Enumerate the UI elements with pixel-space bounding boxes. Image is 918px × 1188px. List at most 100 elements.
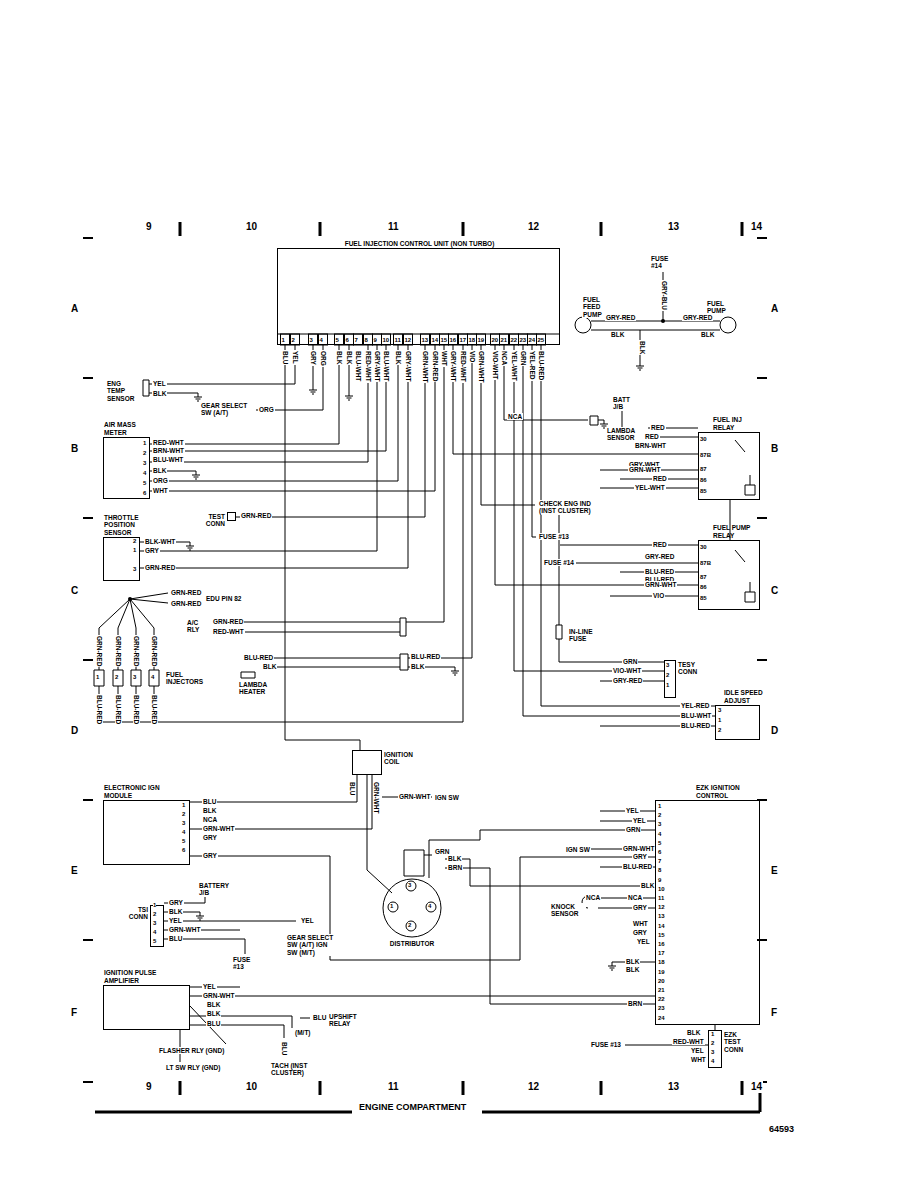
grid-bar: [179, 1081, 182, 1095]
wire-label: GRY: [202, 834, 218, 841]
wire-label: BLK: [168, 908, 183, 915]
wire-label: BLU-RED: [243, 654, 274, 661]
pin-number: 85: [700, 488, 707, 495]
wire-label: FUEL INJECTORS: [165, 671, 211, 686]
pin-number: 5: [182, 838, 185, 845]
wire-label: BLU: [202, 798, 217, 805]
pin-number: 2: [143, 450, 146, 457]
grid-bar: [600, 1081, 603, 1095]
grid-reference: F: [70, 1007, 78, 1019]
wire: [750, 582, 751, 592]
wire-connector: [190, 856, 655, 960]
grid-bar: [319, 1081, 322, 1095]
pin-number: 4: [151, 674, 154, 681]
grid-reference: 14: [750, 1081, 763, 1093]
pin-number: 17: [658, 950, 665, 957]
pin-number: 5: [336, 337, 339, 344]
wire: [99, 599, 130, 670]
terminal-symbol: [406, 881, 416, 891]
wire-label: BRN-WHT: [634, 442, 667, 449]
grid-reference: F: [770, 1007, 778, 1019]
node-heading: FUEL PUMP RELAY: [713, 524, 763, 539]
pin-number: 2: [153, 911, 156, 918]
wire-label: BLK: [625, 966, 640, 973]
wire-label: GRN-RED: [144, 564, 176, 571]
pin-number: 87: [700, 574, 707, 581]
pin-number: 22: [658, 996, 665, 1003]
wire: [445, 859, 655, 886]
wire: [131, 670, 141, 686]
pin-number: 19: [478, 337, 485, 344]
pin-cell: [491, 334, 500, 345]
pin-number: 15: [658, 932, 665, 939]
pin-number: 14: [658, 923, 665, 930]
wire-colour: GRN-WHT: [422, 350, 429, 383]
wire-label: KNOCK SENSOR: [550, 903, 586, 918]
wire: [190, 1006, 226, 1044]
pin-number: 2: [666, 672, 669, 679]
wire-colour: BLK: [639, 340, 646, 355]
wire-colour: GRY-BLU: [661, 280, 668, 311]
pin-number: 85: [700, 595, 707, 602]
wire: [445, 868, 655, 1004]
grid-bar: [741, 1081, 744, 1095]
pin-cell: [519, 334, 528, 345]
grid-bar: [462, 222, 465, 236]
wire-label: LT SW RLY (GND): [165, 1064, 221, 1071]
wire-colour: BLU-WHT: [383, 350, 390, 382]
pin-number: 9: [658, 877, 661, 884]
grid-reference: A: [70, 303, 79, 315]
pin-number: 3: [718, 707, 721, 714]
pin-cell: [528, 334, 537, 345]
wire: [190, 1016, 292, 1028]
pin-number: 15: [441, 337, 448, 344]
grid-bar: [462, 1081, 465, 1095]
wire: [99, 345, 463, 722]
wire: [309, 386, 317, 394]
wire-label: WHT: [632, 920, 649, 927]
wire-colour: NCA: [501, 350, 508, 366]
wire-label: RED-WHT: [212, 628, 245, 635]
wire-connector: [495, 345, 698, 585]
node-heading: TESY CONN: [678, 661, 704, 676]
circle-outline: [383, 879, 441, 937]
wire-label: FUSE #13: [232, 956, 256, 971]
grid-reference: 9: [145, 221, 153, 233]
wire-colour: BLK: [336, 350, 343, 365]
wire: [241, 672, 255, 678]
pin-number: 1: [96, 674, 99, 681]
node-heading: THROTTLE POSITION SENSOR: [104, 514, 156, 536]
pin-number: 8: [658, 867, 661, 874]
pin-number: 4: [658, 831, 661, 838]
wire: [600, 821, 655, 822]
wire: [149, 670, 159, 686]
pin-number: 3: [408, 882, 411, 889]
pin-number: 6: [346, 337, 349, 344]
component-box: ELECTRONIC IGN MODULE: [103, 800, 190, 865]
pin-number: 3: [310, 337, 313, 344]
wire-label: GRN-RED: [240, 512, 272, 519]
pin-number: 1: [133, 547, 136, 554]
wire-connector: [523, 345, 715, 716]
pin-number: 7: [658, 858, 661, 865]
pin-cell: [440, 334, 449, 345]
wire-colour: GRY: [310, 350, 317, 366]
wire-label: FUSE #13: [538, 533, 570, 540]
wire-connector: [150, 345, 368, 462]
pin-number: 16: [450, 337, 457, 344]
wire-label: NCA: [627, 894, 643, 901]
terminal-symbol: [426, 902, 436, 912]
wire-label: GEAR SELECT SW (A/T): [200, 402, 254, 417]
grid-reference: 12: [527, 221, 540, 233]
pin-number: 25: [538, 337, 545, 344]
pin-cell: [364, 334, 373, 345]
pin-number: 13: [422, 337, 429, 344]
wire: [636, 362, 644, 370]
pin-cell: [319, 334, 328, 345]
wire-colour: YEL-WHT: [511, 350, 518, 382]
pin-number: 2: [658, 812, 661, 819]
wire: [408, 345, 472, 658]
pin-number: 18: [658, 959, 665, 966]
wire-label: FUSE #14: [543, 559, 575, 566]
